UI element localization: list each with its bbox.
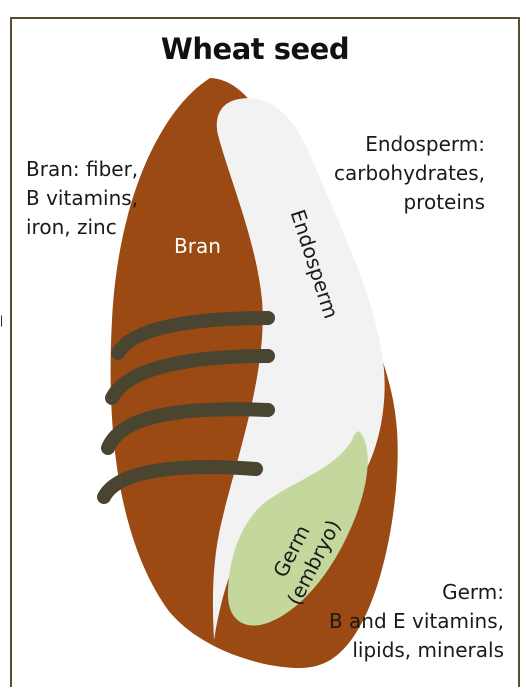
endosperm-annotation: Endosperm: carbohydrates, proteins	[320, 130, 485, 217]
diagram-title: Wheat seed	[120, 32, 390, 66]
bran-label: Bran	[174, 234, 221, 258]
bran-annotation: Bran: fiber, B vitamins, iron, zinc	[26, 155, 176, 242]
germ-annotation: Germ: B and E vitamins, lipids, minerals	[318, 578, 504, 665]
